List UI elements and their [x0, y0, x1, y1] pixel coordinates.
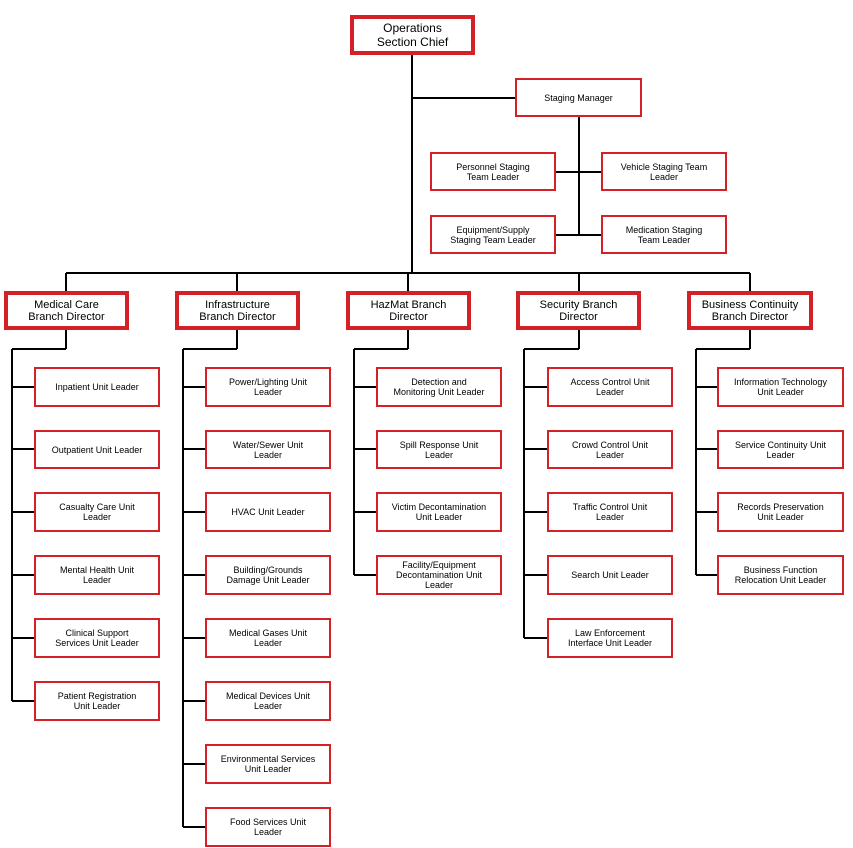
unit-box-medical-devices: Medical Devices Unit Leader [205, 681, 331, 721]
unit-box-inpatient: Inpatient Unit Leader [34, 367, 160, 407]
unit-box-search: Search Unit Leader [547, 555, 673, 595]
unit-box-patient-registration: Patient Registration Unit Leader [34, 681, 160, 721]
branch-director-security: Security Branch Director [516, 291, 641, 330]
staging-team-equipment-box: Equipment/Supply Staging Team Leader [430, 215, 556, 254]
staging-team-vehicle-box: Vehicle Staging Team Leader [601, 152, 727, 191]
unit-box-power-lighting: Power/Lighting Unit Leader [205, 367, 331, 407]
unit-box-records-preservation: Records Preservation Unit Leader [717, 492, 844, 532]
unit-box-spill-response: Spill Response Unit Leader [376, 430, 502, 469]
unit-box-crowd-control: Crowd Control Unit Leader [547, 430, 673, 469]
unit-box-facility-equipment-decontamination: Facility/Equipment Decontamination Unit … [376, 555, 502, 595]
staging-manager-box: Staging Manager [515, 78, 642, 117]
unit-box-business-function-relocation: Business Function Relocation Unit Leader [717, 555, 844, 595]
branch-director-hazmat: HazMat Branch Director [346, 291, 471, 330]
unit-box-water-sewer: Water/Sewer Unit Leader [205, 430, 331, 469]
branch-director-business-continuity: Business Continuity Branch Director [687, 291, 813, 330]
unit-box-law-enforcement-interface: Law Enforcement Interface Unit Leader [547, 618, 673, 658]
unit-box-access-control: Access Control Unit Leader [547, 367, 673, 407]
unit-box-food-services: Food Services Unit Leader [205, 807, 331, 847]
unit-box-medical-gases: Medical Gases Unit Leader [205, 618, 331, 658]
unit-box-outpatient: Outpatient Unit Leader [34, 430, 160, 469]
unit-box-clinical-support: Clinical Support Services Unit Leader [34, 618, 160, 658]
unit-box-building-grounds: Building/Grounds Damage Unit Leader [205, 555, 331, 595]
unit-box-environmental-services: Environmental Services Unit Leader [205, 744, 331, 784]
branch-director-medical-care: Medical Care Branch Director [4, 291, 129, 330]
staging-team-medication-box: Medication Staging Team Leader [601, 215, 727, 254]
unit-box-casualty-care: Casualty Care Unit Leader [34, 492, 160, 532]
unit-box-information-technology: Information Technology Unit Leader [717, 367, 844, 407]
unit-box-traffic-control: Traffic Control Unit Leader [547, 492, 673, 532]
operations-section-chief-box: Operations Section Chief [350, 15, 475, 55]
unit-box-service-continuity: Service Continuity Unit Leader [717, 430, 844, 469]
unit-box-victim-decontamination: Victim Decontamination Unit Leader [376, 492, 502, 532]
staging-team-personnel-box: Personnel Staging Team Leader [430, 152, 556, 191]
unit-box-detection-monitoring: Detection and Monitoring Unit Leader [376, 367, 502, 407]
branch-director-infrastructure: Infrastructure Branch Director [175, 291, 300, 330]
unit-box-mental-health: Mental Health Unit Leader [34, 555, 160, 595]
unit-box-hvac: HVAC Unit Leader [205, 492, 331, 532]
